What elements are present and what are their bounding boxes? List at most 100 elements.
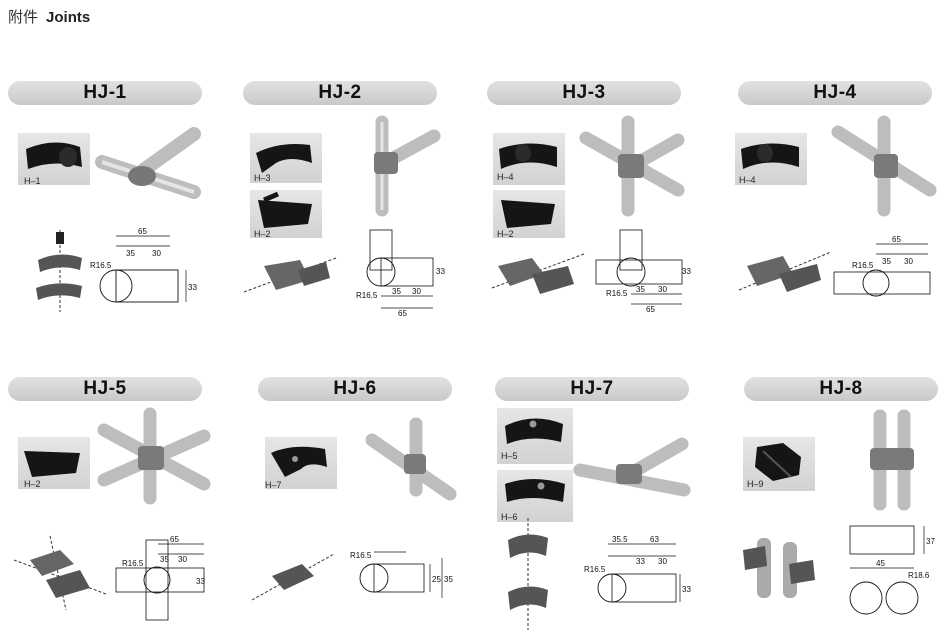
- part-label: H–2: [497, 229, 514, 239]
- black-clamp-icon: [26, 142, 82, 169]
- dim-label: R16.5: [606, 289, 628, 298]
- black-clamp-icon: [741, 143, 799, 169]
- black-angle-clamp-icon: [24, 451, 80, 477]
- exploded-view-hj-7-icon: [508, 518, 548, 630]
- dimension-drawing-hj-7: 35.5 63 33 30 R16.5 33: [584, 535, 691, 603]
- black-double-clamp-icon: [755, 443, 801, 481]
- section-header-hj-2: HJ-2: [243, 81, 437, 105]
- dim-label: 35: [126, 249, 135, 258]
- dim-label: 33: [636, 557, 645, 566]
- dim-label: 33: [682, 267, 691, 276]
- dim-label: 33: [188, 283, 197, 292]
- exploded-view-hj-1-icon: [36, 230, 82, 312]
- photo-part-h4: [735, 133, 807, 185]
- section-header-hj-3: HJ-3: [487, 81, 681, 105]
- dim-label: 45: [876, 559, 885, 568]
- photo-part-h1: [18, 133, 90, 185]
- dim-label: R16.5: [584, 565, 606, 574]
- exploded-view-hj-2-icon: [243, 257, 337, 293]
- dim-label: R16.5: [90, 261, 112, 270]
- section-header-hj-7: HJ-7: [495, 377, 689, 401]
- black-half-clamp-icon: [256, 144, 312, 173]
- dim-label: R16.5: [122, 559, 144, 568]
- dim-label: 65: [138, 227, 147, 236]
- part-label: H–1: [24, 176, 41, 186]
- dimension-drawing-hj-2: R16.5 35 30 65 33: [356, 229, 445, 318]
- dim-label: 25: [432, 575, 441, 584]
- dim-label: 63: [650, 535, 659, 544]
- dim-label: 35: [160, 555, 169, 564]
- dimension-drawing-hj-1: 65 35 30 R16.5 33: [90, 227, 197, 303]
- assembly-hj-1-icon: [95, 127, 201, 199]
- section-header-hj-5: HJ-5: [8, 377, 202, 401]
- photo-part-h7: [265, 437, 337, 489]
- dim-label: 65: [646, 305, 655, 314]
- black-angle-clamp-icon: [501, 200, 555, 228]
- assembly-hj-8-icon: [870, 409, 914, 511]
- exploded-view-hj-3-icon: [491, 253, 585, 294]
- part-label: H–6: [501, 512, 518, 522]
- exploded-view-hj-6-icon: [251, 553, 335, 601]
- photo-part-h2: [18, 437, 90, 489]
- dim-label: R16.5: [356, 291, 378, 300]
- assembly-hj-5-icon: [97, 407, 211, 505]
- section-header-hj-6: HJ-6: [258, 377, 452, 401]
- dim-label: 33: [436, 267, 445, 276]
- assembly-hj-7-icon: [573, 437, 691, 497]
- assembly-hj-4-icon: [831, 115, 937, 217]
- dim-label: 65: [398, 309, 407, 318]
- black-angle-clamp-icon: [258, 191, 312, 228]
- dim-label: 30: [658, 285, 667, 294]
- dim-label: 33: [196, 577, 205, 586]
- title-cn: 附件: [8, 8, 39, 26]
- photo-part-h5: [497, 408, 573, 464]
- part-label: H–7: [265, 480, 282, 490]
- photo-part-h6: [497, 470, 573, 522]
- dim-label: 30: [904, 257, 913, 266]
- dim-label: 35: [882, 257, 891, 266]
- part-label: H–9: [747, 479, 764, 489]
- black-clamp-icon: [499, 143, 557, 169]
- photo-part-h9: [743, 437, 815, 491]
- title-en: Joints: [46, 9, 91, 26]
- dim-label: 30: [658, 557, 667, 566]
- dim-label: 35: [392, 287, 401, 296]
- assembly-hj-3-icon: [579, 115, 685, 217]
- dim-label: R16.5: [350, 551, 372, 560]
- part-label: H–2: [254, 229, 271, 239]
- exploded-view-hj-8-icon: [743, 538, 815, 598]
- exploded-view-hj-4-icon: [738, 251, 832, 292]
- photo-part-h2: [493, 190, 565, 238]
- dimension-drawing-hj-6: R16.5 25 35: [350, 551, 453, 598]
- part-label: H–2: [24, 479, 41, 489]
- black-oval-clamp-icon: [505, 479, 565, 502]
- dim-label: 35: [636, 285, 645, 294]
- black-hook-clamp-icon: [271, 446, 327, 477]
- assembly-hj-2-icon: [374, 115, 441, 217]
- part-label: H–4: [497, 172, 514, 182]
- dim-label: 30: [178, 555, 187, 564]
- part-label: H–5: [501, 451, 518, 461]
- dim-label: R18.6: [908, 571, 930, 580]
- part-label: H–4: [739, 175, 756, 185]
- dim-label: 35.5: [612, 535, 628, 544]
- section-header-hj-1: HJ-1: [8, 81, 202, 105]
- dim-label: R16.5: [852, 261, 874, 270]
- dim-label: 35: [444, 575, 453, 584]
- dim-label: 30: [152, 249, 161, 258]
- dim-label: 37: [926, 537, 935, 546]
- dim-label: 65: [892, 235, 901, 244]
- section-header-hj-8: HJ-8: [744, 377, 938, 401]
- page-title: 附件 Joints: [8, 6, 90, 27]
- exploded-view-hj-5-icon: [13, 535, 107, 611]
- part-label: H–3: [254, 173, 271, 183]
- dimension-drawing-hj-3: R16.5 35 30 65 33: [595, 229, 691, 314]
- dim-label: 65: [170, 535, 179, 544]
- photo-part-h4: [493, 133, 565, 185]
- dimension-drawing-hj-5: 65 35 30 R16.5 33: [115, 535, 205, 621]
- section-header-hj-4: HJ-4: [738, 81, 932, 105]
- photo-part-h2: [250, 190, 322, 238]
- black-oval-clamp-icon: [505, 418, 563, 444]
- dim-label: 30: [412, 287, 421, 296]
- assembly-hj-6-icon: [365, 417, 457, 501]
